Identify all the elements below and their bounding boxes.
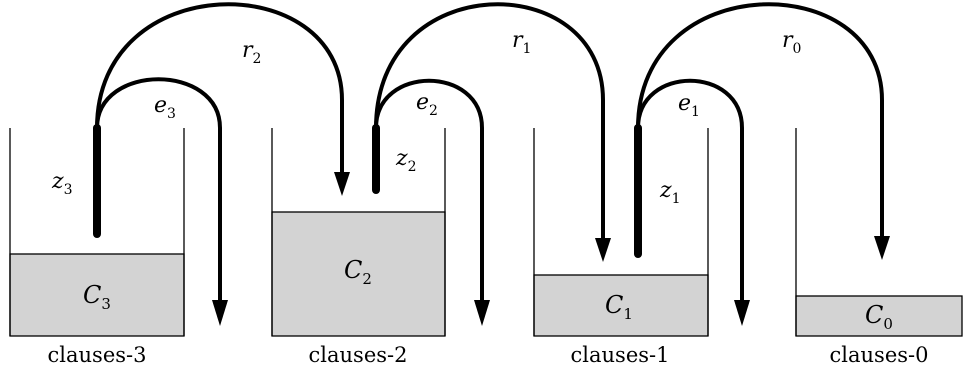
r0-label: r0: [782, 28, 801, 57]
bucket-3-fill: [9, 253, 185, 337]
bucket-0-content-label: C0: [865, 301, 893, 333]
bucket-0-name: clauses-0: [830, 343, 929, 367]
transfer-group-2: z2 e2 r1: [372, 2, 611, 326]
e1-label: e1: [678, 91, 700, 120]
bucket-1-content-label: C1: [605, 291, 633, 323]
bucket-2-fill: [271, 211, 446, 337]
arrow-e3: [95, 77, 222, 300]
bucket-0-fill: [795, 295, 963, 337]
bucket-clauses-3: C3 clauses-3: [9, 128, 185, 367]
e3-label: e3: [154, 93, 176, 122]
bucket-1-name: clauses-1: [571, 343, 670, 367]
arrow-e1: [636, 78, 744, 300]
arrow-e2: [374, 78, 484, 300]
e2-label: e2: [416, 90, 438, 119]
arrow-r0-head: [874, 236, 890, 260]
z2-label: z2: [395, 146, 417, 175]
bucket-clauses-1: C1 clauses-1: [533, 128, 709, 367]
bucket-clauses-2: C2 clauses-2: [271, 128, 446, 367]
arrow-e1-head: [734, 300, 750, 326]
arrow-r1: [374, 2, 605, 238]
arrow-r0: [636, 2, 884, 236]
bucket-3-content-label: C3: [83, 281, 111, 313]
arrow-e3-head: [212, 300, 228, 326]
transfer-group-1: z1 e1 r0: [634, 2, 890, 326]
bucket-clauses-0: C0 clauses-0: [795, 128, 963, 367]
bucket-2-content-label: C2: [344, 256, 372, 288]
arrow-e2-head: [474, 300, 490, 326]
r1-label: r1: [512, 28, 531, 57]
arrow-r2: [95, 2, 344, 172]
bucket-2-name: clauses-2: [309, 343, 408, 367]
r2-label: r2: [242, 38, 261, 67]
arrow-r2-head: [334, 172, 350, 196]
z3-label: z3: [51, 169, 73, 198]
arrow-r1-head: [595, 238, 611, 262]
z1-label: z1: [659, 178, 681, 207]
bucket-3-name: clauses-3: [48, 343, 147, 367]
transfer-group-3: z3 e3 r2: [51, 2, 350, 326]
